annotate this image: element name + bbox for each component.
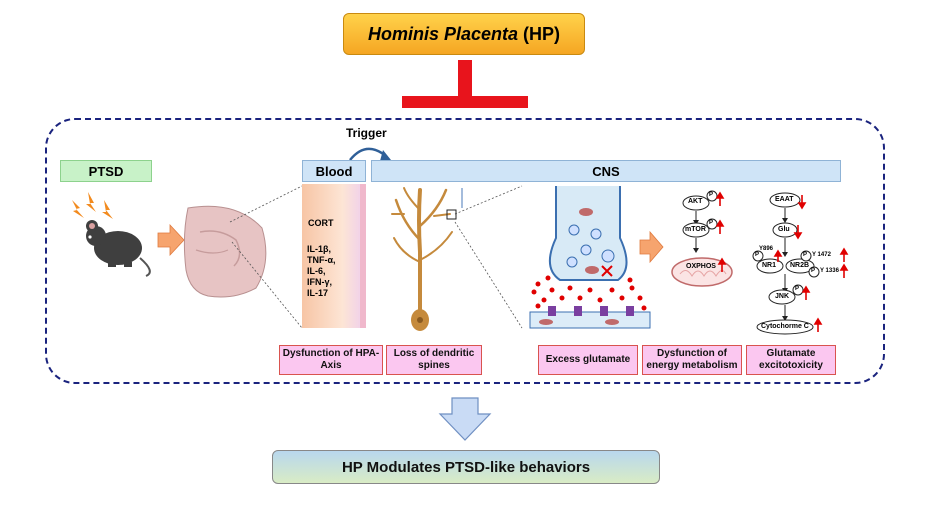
mouse-icon — [86, 220, 151, 277]
cytokine-item: TNF-α, — [307, 255, 336, 265]
phospho-p: P — [755, 252, 760, 258]
label-hpa-axis: Dysfunction of HPA-Axis — [279, 345, 383, 375]
arrow-right-icon — [639, 230, 664, 264]
cytochrome-c-label: Cytochorme C — [761, 323, 809, 330]
hp-title-box: Hominis Placenta (HP) — [343, 13, 585, 55]
jnk-label: JNK — [775, 293, 790, 300]
blood-vessel-panel — [302, 184, 366, 328]
glutamate-dots — [531, 275, 647, 311]
label-dendritic-spines: Loss of dendritic spines — [386, 345, 482, 375]
y1472-label: Y 1472 — [812, 252, 831, 258]
zoom-box — [446, 209, 457, 220]
phospho-p: P — [795, 286, 800, 292]
phospho-p: P — [811, 268, 816, 274]
conclusion-box: HP Modulates PTSD-like behaviors — [272, 450, 660, 484]
cort-label: CORT — [308, 218, 334, 228]
cns-header: CNS — [371, 160, 841, 182]
cytokine-item: IL-1β, — [307, 244, 331, 254]
y1336-label: Y 1336 — [820, 268, 839, 274]
arrow-right-icon — [157, 223, 185, 257]
brain-slice-icon — [183, 205, 267, 298]
mtor-label: mTOR — [685, 226, 706, 233]
hp-title-abbr: (HP) — [523, 23, 561, 44]
cytokine-item: IFN-γ, — [307, 277, 333, 287]
oxphos-label: OXPHOS — [686, 263, 716, 270]
label-energy-metabolism: Dysfunction of energy metabolism — [642, 345, 742, 375]
nr2b-label: NR2B — [790, 262, 810, 269]
cytokine-item: IL-6, — [307, 266, 326, 276]
phospho-p: P — [803, 252, 808, 258]
ptsd-header: PTSD — [60, 160, 152, 182]
inhibit-stem — [458, 60, 472, 102]
mitochondria-icon — [671, 257, 733, 287]
cytokine-list: IL-1β, TNF-α, IL-6, IFN-γ, IL-17 — [307, 244, 336, 299]
cytokine-item: IL-17 — [307, 288, 329, 298]
inhibit-bar — [402, 96, 528, 108]
label-excitotoxicity: Glutamate excitotoxicity — [746, 345, 836, 375]
lightning-icon — [72, 192, 113, 219]
nr1-label: NR1 — [762, 262, 777, 269]
glu-label: Glu — [778, 226, 790, 233]
ptsd-mechanism-container — [45, 118, 885, 384]
neuron-icon — [391, 187, 453, 318]
hp-title-italic: Hominis Placenta — [367, 23, 519, 44]
trigger-label: Trigger — [346, 126, 387, 140]
phospho-p: P — [709, 220, 714, 226]
synapse-icon — [529, 186, 651, 329]
label-excess-glutamate: Excess glutamate — [538, 345, 638, 375]
akt-label: AKT — [688, 198, 703, 205]
blood-header: Blood — [302, 160, 366, 182]
phospho-p: P — [709, 192, 714, 198]
eaat-label: EAAT — [775, 196, 794, 203]
y896-label: Y896 — [759, 246, 774, 252]
arrow-down-icon — [438, 397, 492, 441]
